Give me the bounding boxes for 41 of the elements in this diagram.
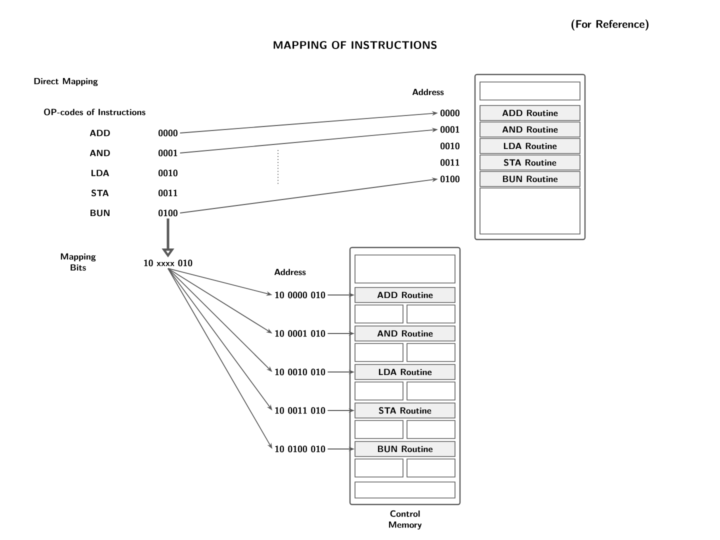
routine-row: STA Routine (354, 402, 456, 418)
mnemonic: AND (90, 150, 110, 156)
node-label: Control Memory (389, 510, 422, 530)
mnemonic: STA (92, 190, 109, 196)
note: (For Reference) (572, 20, 648, 30)
routine-row: LDA Routine (480, 138, 580, 154)
column-heading: Address (412, 88, 444, 96)
memory-box (349, 246, 461, 506)
title: MAPPING OF INSTRUCTIONS (274, 40, 437, 50)
mnemonic: BUN (90, 210, 110, 216)
address: 10 0000 010 (275, 292, 326, 298)
heading: OP-codes of Instructions (44, 108, 146, 116)
routine-row: AND Routine (480, 122, 580, 138)
heading: Direct Mapping (34, 78, 98, 86)
address: 0010 (440, 142, 460, 150)
address: 0100 (158, 210, 178, 216)
routine-row: AND Routine (354, 326, 456, 342)
address: 0000 (158, 130, 178, 136)
address: 0011 (158, 190, 178, 196)
address: 0001 (440, 126, 460, 133)
address: 10 0010 010 (275, 368, 326, 376)
routine-row: ADD Routine (480, 105, 580, 121)
address: 0001 (158, 150, 178, 156)
side-label: Mapping Bits (60, 253, 96, 271)
address: 0011 (440, 159, 460, 166)
routine-row: STA Routine (480, 154, 580, 170)
memory-box (474, 74, 586, 240)
address: 10 0011 010 (275, 407, 326, 414)
routine-row: LDA Routine (354, 364, 456, 380)
address: 0000 (440, 110, 460, 116)
routine-row: BUN Routine (354, 441, 456, 457)
address: 0010 (158, 170, 178, 176)
address: 0100 (440, 176, 460, 182)
column-heading: Address (274, 268, 306, 276)
address: 10 0100 010 (275, 446, 326, 452)
mapping-bits: 10 xxxx 010 (144, 260, 192, 266)
routine-row: BUN Routine (480, 171, 580, 187)
address: 10 0001 010 (275, 330, 326, 337)
routine-row: ADD Routine (354, 287, 456, 303)
mnemonic: ADD (90, 130, 110, 136)
mnemonic: LDA (92, 170, 109, 176)
